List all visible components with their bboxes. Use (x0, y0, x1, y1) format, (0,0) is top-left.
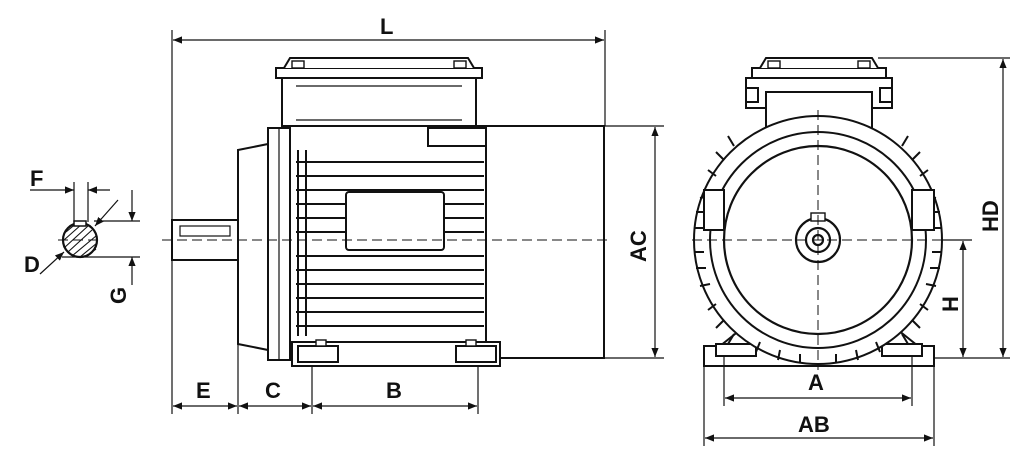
cooling-fins-side (296, 150, 484, 336)
terminal-box-side (275, 57, 483, 127)
dim-leader-D-top (94, 199, 119, 227)
front-view (692, 57, 968, 370)
label-G: G (106, 287, 131, 304)
side-view (162, 57, 612, 367)
key-slot (73, 220, 87, 227)
label-C: C (265, 378, 281, 403)
fan-cover (485, 125, 605, 359)
label-A: A (808, 370, 824, 395)
label-AB: AB (798, 412, 830, 437)
dim-leader-D (39, 251, 65, 275)
label-B: B (386, 378, 402, 403)
label-F: F (30, 166, 43, 191)
label-AC: AC (626, 230, 651, 262)
shaft-section-view: F D G (24, 166, 140, 304)
label-H: H (938, 296, 963, 312)
label-E: E (196, 378, 211, 403)
side-view-dimensions: L AC E C B (171, 14, 664, 414)
end-shield-front (237, 142, 269, 352)
front-view-dimensions: HD H A AB (703, 57, 1010, 446)
nameplate (345, 191, 445, 251)
label-HD: HD (978, 200, 1003, 232)
label-D: D (24, 252, 40, 277)
label-L: L (380, 14, 393, 39)
